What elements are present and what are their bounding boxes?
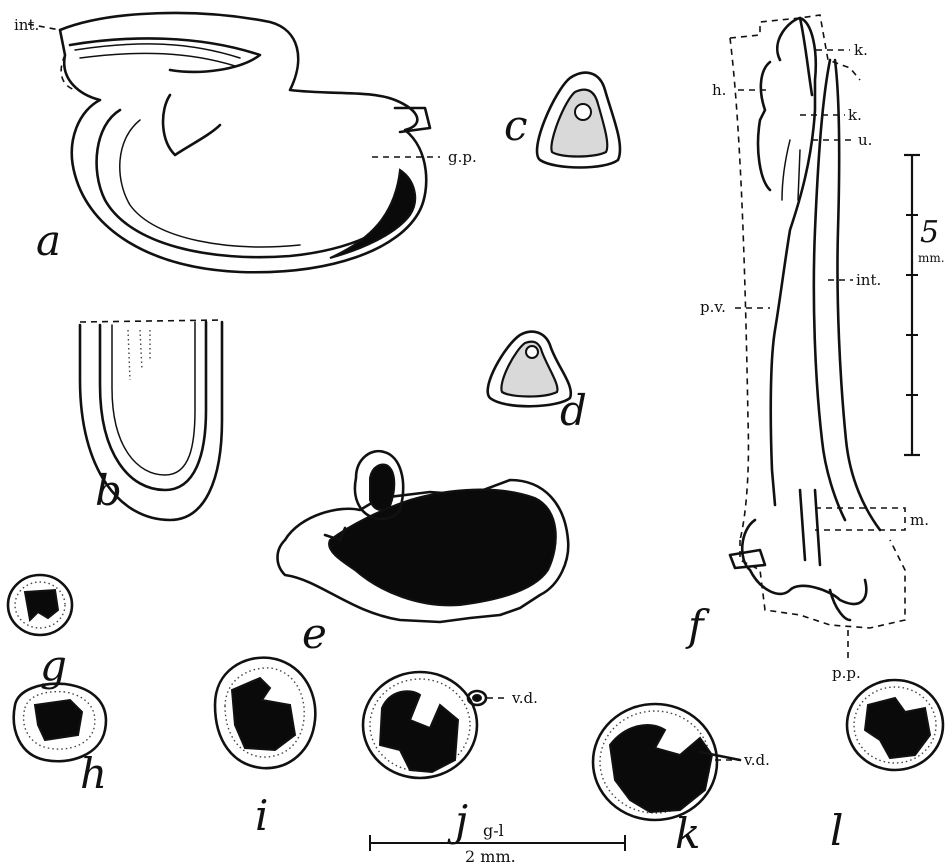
section-j-drawing (363, 672, 508, 778)
label-k-upper: k. (854, 41, 868, 59)
scale-vertical-value: 5 (920, 215, 939, 250)
label-vd-j: v.d. (511, 689, 538, 707)
label-u: u. (858, 131, 872, 149)
figure-letter-b: b (95, 466, 122, 515)
section-i-drawing (215, 658, 315, 769)
label-int-f: int. (856, 271, 881, 289)
figure-e-drawing (278, 451, 569, 622)
scale-vertical-unit: mm. (918, 251, 945, 265)
figure-a-drawing (28, 13, 440, 272)
figure-letter-i: i (255, 791, 268, 840)
section-k-drawing (593, 704, 740, 820)
figure-letter-k: k (675, 809, 700, 858)
scale-horizontal-range: g-l (483, 821, 504, 840)
label-pp: p.p. (832, 664, 861, 682)
label-vd-k: v.d. (743, 751, 770, 769)
label-gp: g.p. (448, 148, 477, 166)
figure-f-drawing (730, 15, 905, 660)
label-m: m. (910, 511, 929, 529)
figure-letter-d: d (560, 386, 587, 435)
label-pv: p.v. (700, 298, 726, 316)
section-l-drawing (847, 680, 943, 770)
figure-letter-e: e (302, 609, 327, 658)
figure-d-drawing (488, 332, 571, 407)
label-int-a: int. (14, 16, 39, 34)
scale-horizontal-length: 2 mm. (465, 847, 516, 866)
scale-bar-vertical (904, 155, 920, 455)
figure-letter-j: j (447, 796, 468, 845)
figure-letter-h: h (80, 749, 107, 798)
figure-letter-f: f (685, 601, 710, 650)
figure-letter-a: a (36, 216, 61, 265)
figure-letter-l: l (830, 806, 843, 855)
label-h: h. (712, 81, 726, 99)
figure-letter-c: c (504, 101, 528, 150)
label-k-lower: k. (848, 106, 862, 124)
section-g-drawing (8, 575, 72, 635)
figure-c-drawing (537, 73, 620, 168)
